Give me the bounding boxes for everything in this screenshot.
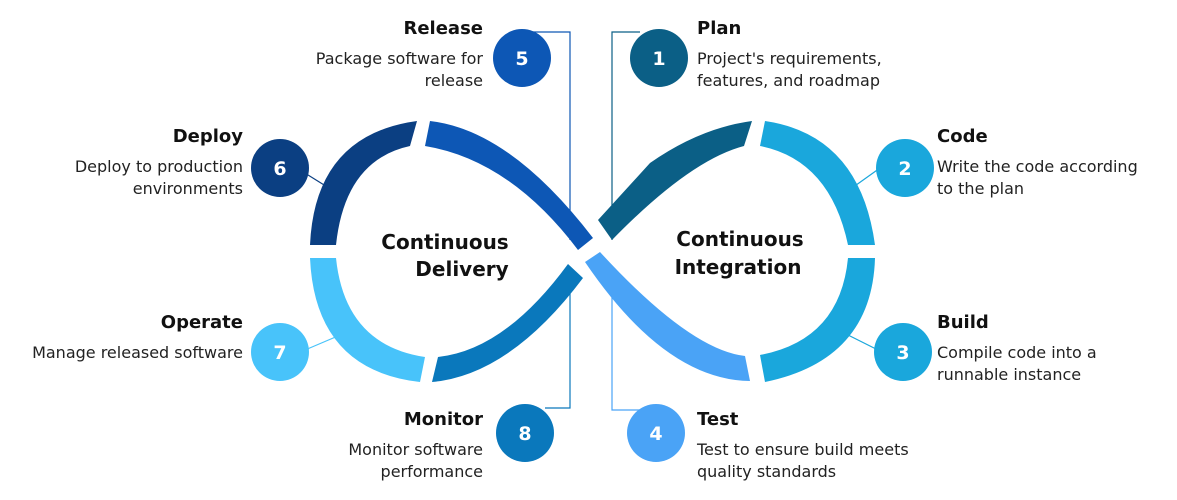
stage-deploy-desc: Deploy to production environments — [74, 157, 243, 198]
step-circle-6: 6 — [251, 139, 309, 197]
connector-test — [611, 270, 640, 411]
stage-deploy-title: Deploy — [172, 126, 243, 147]
stage-test: Test Test to ensure build meets quality … — [697, 409, 909, 483]
stage-release: Release Package software for release — [316, 18, 483, 92]
segment-test — [585, 252, 750, 381]
stage-deploy: Deploy Deploy to production environments — [75, 126, 243, 200]
segment-build — [760, 258, 875, 382]
stage-code-title: Code — [937, 126, 988, 147]
step-circle-8: 8 — [496, 404, 554, 462]
svg-text:5: 5 — [515, 48, 528, 70]
connector-release — [522, 31, 571, 240]
stage-build-title: Build — [937, 312, 989, 333]
stage-monitor-desc: Monitor software performance — [348, 440, 483, 481]
stage-release-title: Release — [403, 18, 483, 39]
stage-release-desc: Package software for release — [315, 49, 483, 90]
center-right-line2: Integration — [675, 255, 802, 279]
segment-code — [760, 121, 875, 245]
connector-monitor — [545, 270, 571, 409]
stage-build-desc: Compile code into a runnable instance — [937, 343, 1097, 384]
stage-plan-title: Plan — [697, 18, 742, 39]
stage-test-title: Test — [697, 409, 739, 430]
svg-text:4: 4 — [649, 423, 662, 445]
stage-code: Code Write the code according to the pla… — [937, 126, 1138, 200]
step-circle-2: 2 — [876, 139, 934, 197]
stage-test-desc: Test to ensure build meets quality stand… — [697, 440, 909, 481]
step-circle-4: 4 — [627, 404, 685, 462]
segment-plan — [598, 121, 752, 240]
segment-release — [425, 121, 593, 250]
center-left-line1: Continuous — [381, 230, 508, 254]
svg-text:1: 1 — [652, 48, 665, 70]
center-right-line1: Continuous — [676, 227, 803, 251]
stage-operate-title: Operate — [160, 312, 243, 333]
segment-deploy — [310, 121, 417, 245]
svg-text:7: 7 — [273, 342, 286, 364]
stage-build: Build Compile code into a runnable insta… — [937, 312, 1097, 386]
stage-code-desc: Write the code according to the plan — [937, 157, 1138, 198]
stage-operate: Operate Manage released software — [32, 312, 243, 364]
stage-plan: Plan Project's requirements, features, a… — [697, 18, 882, 92]
stage-operate-desc: Manage released software — [32, 343, 243, 362]
segment-monitor — [432, 264, 583, 382]
center-left-line2: Delivery — [415, 257, 508, 281]
step-circle-1: 1 — [630, 29, 688, 87]
stage-monitor-title: Monitor — [403, 409, 483, 430]
segment-operate — [310, 258, 425, 382]
svg-text:3: 3 — [896, 342, 909, 364]
svg-text:6: 6 — [273, 158, 286, 180]
step-circle-7: 7 — [251, 323, 309, 381]
svg-text:2: 2 — [898, 158, 911, 180]
stage-plan-desc: Project's requirements, features, and ro… — [697, 49, 882, 90]
step-circle-5: 5 — [493, 29, 551, 87]
connector-plan — [611, 31, 640, 240]
svg-text:8: 8 — [518, 423, 531, 445]
stage-monitor: Monitor Monitor software performance — [348, 409, 483, 483]
step-circle-3: 3 — [874, 323, 932, 381]
